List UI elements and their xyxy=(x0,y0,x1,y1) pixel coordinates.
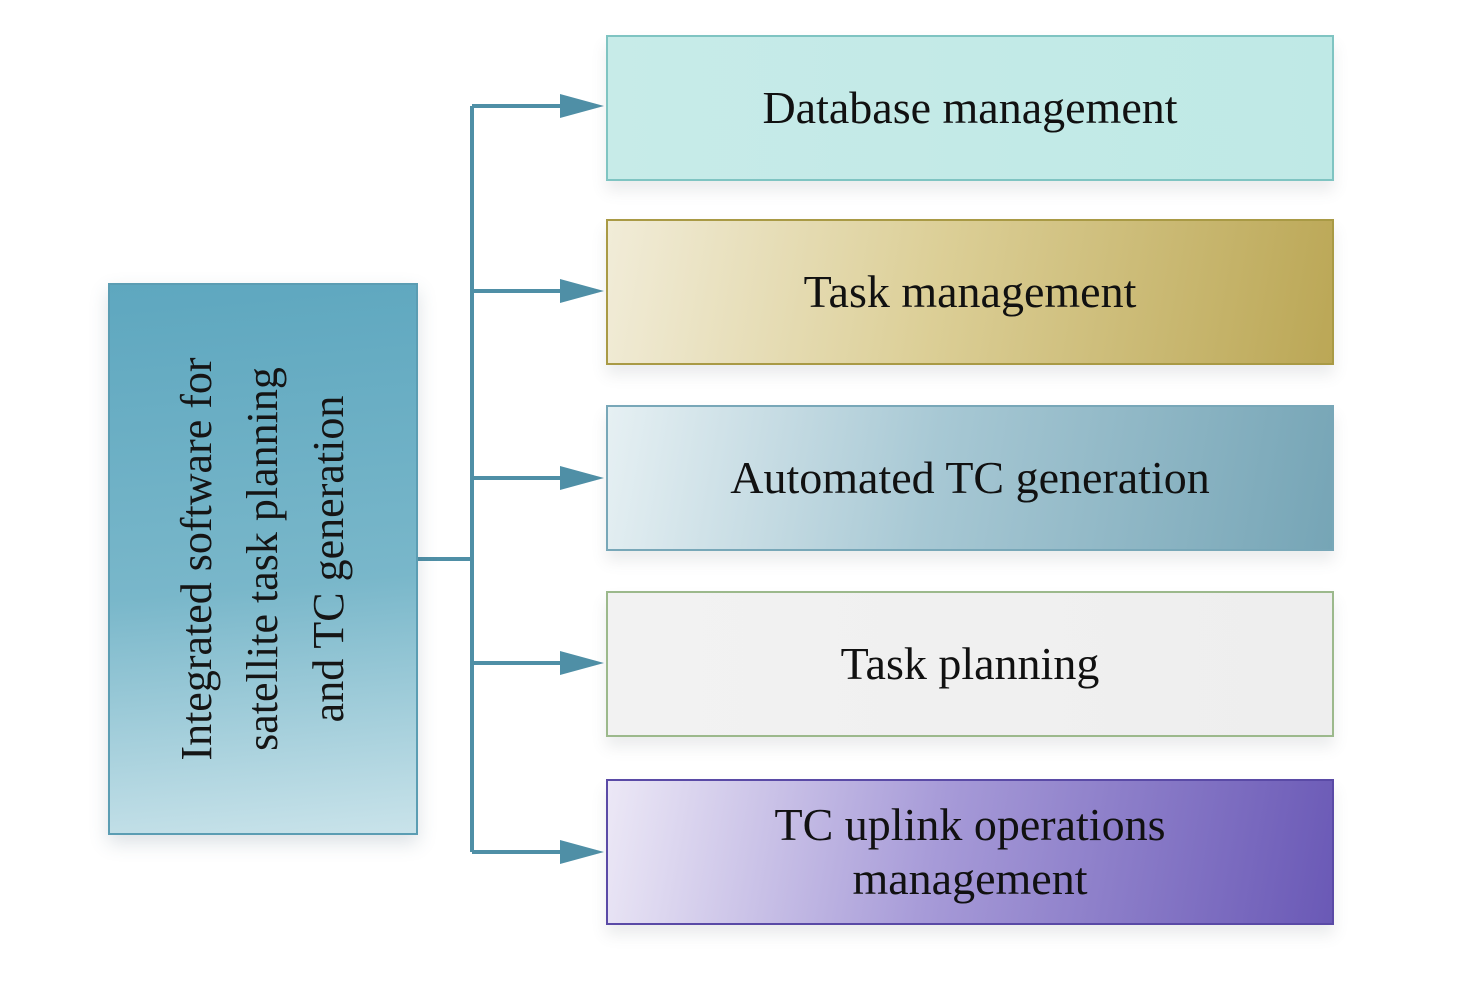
task-management-label: Task management xyxy=(803,266,1137,317)
tc-uplink-operations-management-box: TC uplink operations management xyxy=(606,779,1334,925)
root-label-line-3: and TC generation xyxy=(304,395,353,723)
automated-tc-generation-label: Automated TC generation xyxy=(730,452,1210,503)
root-label-line-2: satellite task planning xyxy=(238,367,287,751)
tc-uplink-operations-label-line-2: management xyxy=(852,853,1088,904)
arrowhead-tc-uplink-operations xyxy=(560,840,604,864)
database-management-label: Database management xyxy=(762,82,1178,133)
root-label-line-1: Integrated software for xyxy=(172,357,221,761)
task-management-box: Task management xyxy=(606,219,1334,365)
root-node-label: Integrated software for satellite task p… xyxy=(164,294,362,824)
arrowhead-task-management xyxy=(560,279,604,303)
tc-uplink-operations-label-line-1: TC uplink operations xyxy=(774,799,1166,850)
arrowhead-automated-tc-generation xyxy=(560,466,604,490)
automated-tc-generation-box: Automated TC generation xyxy=(606,405,1334,551)
arrowhead-task-planning xyxy=(560,651,604,675)
database-management-box: Database management xyxy=(606,35,1334,181)
task-planning-label: Task planning xyxy=(840,638,1100,689)
arrowhead-database-management xyxy=(560,94,604,118)
root-node-box: Integrated software for satellite task p… xyxy=(108,283,418,835)
task-planning-box: Task planning xyxy=(606,591,1334,737)
